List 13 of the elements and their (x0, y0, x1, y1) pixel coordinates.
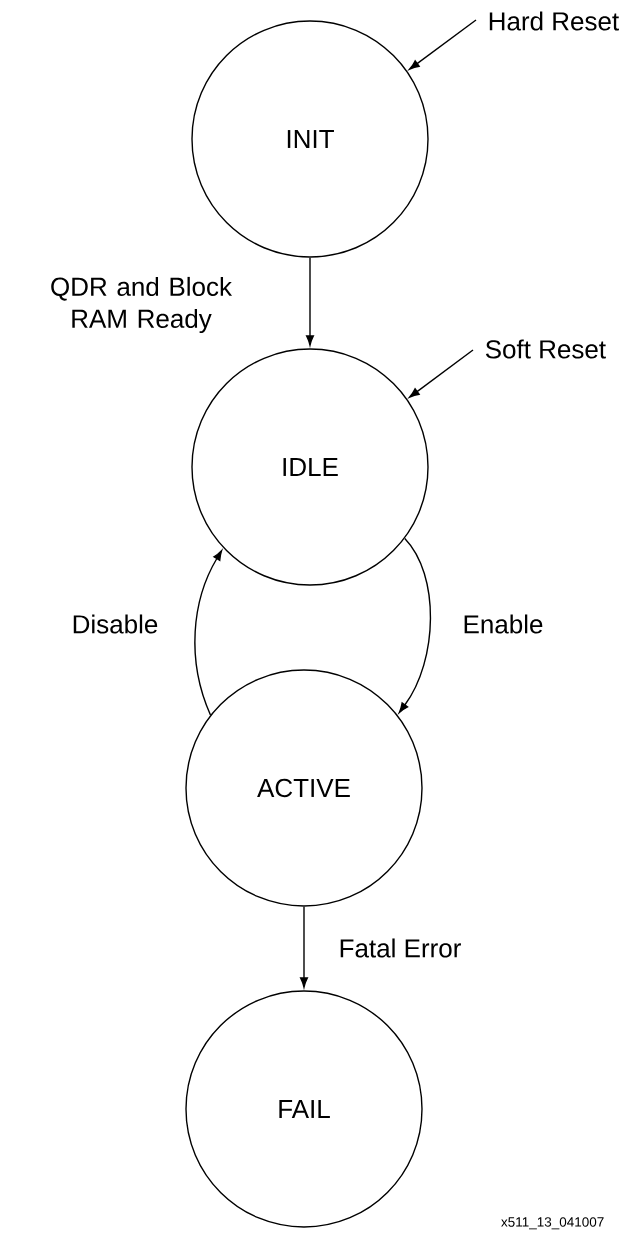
arrow (305, 257, 314, 346)
edge-label: QDR and Block RAM Ready (51, 276, 232, 334)
arrow (194, 549, 223, 716)
arrow (409, 349, 474, 398)
edge-label: Disable (73, 614, 158, 634)
figure-number: x511_13_041007 (501, 1217, 604, 1230)
arrow (409, 19, 477, 70)
edge-label: Hard Reset (489, 11, 619, 31)
arrow (398, 537, 432, 714)
arrow (299, 906, 309, 988)
edge-label: Enable (464, 614, 543, 634)
edge-label: Fatal Error (340, 938, 461, 958)
edge-label: Soft Reset (485, 339, 606, 359)
